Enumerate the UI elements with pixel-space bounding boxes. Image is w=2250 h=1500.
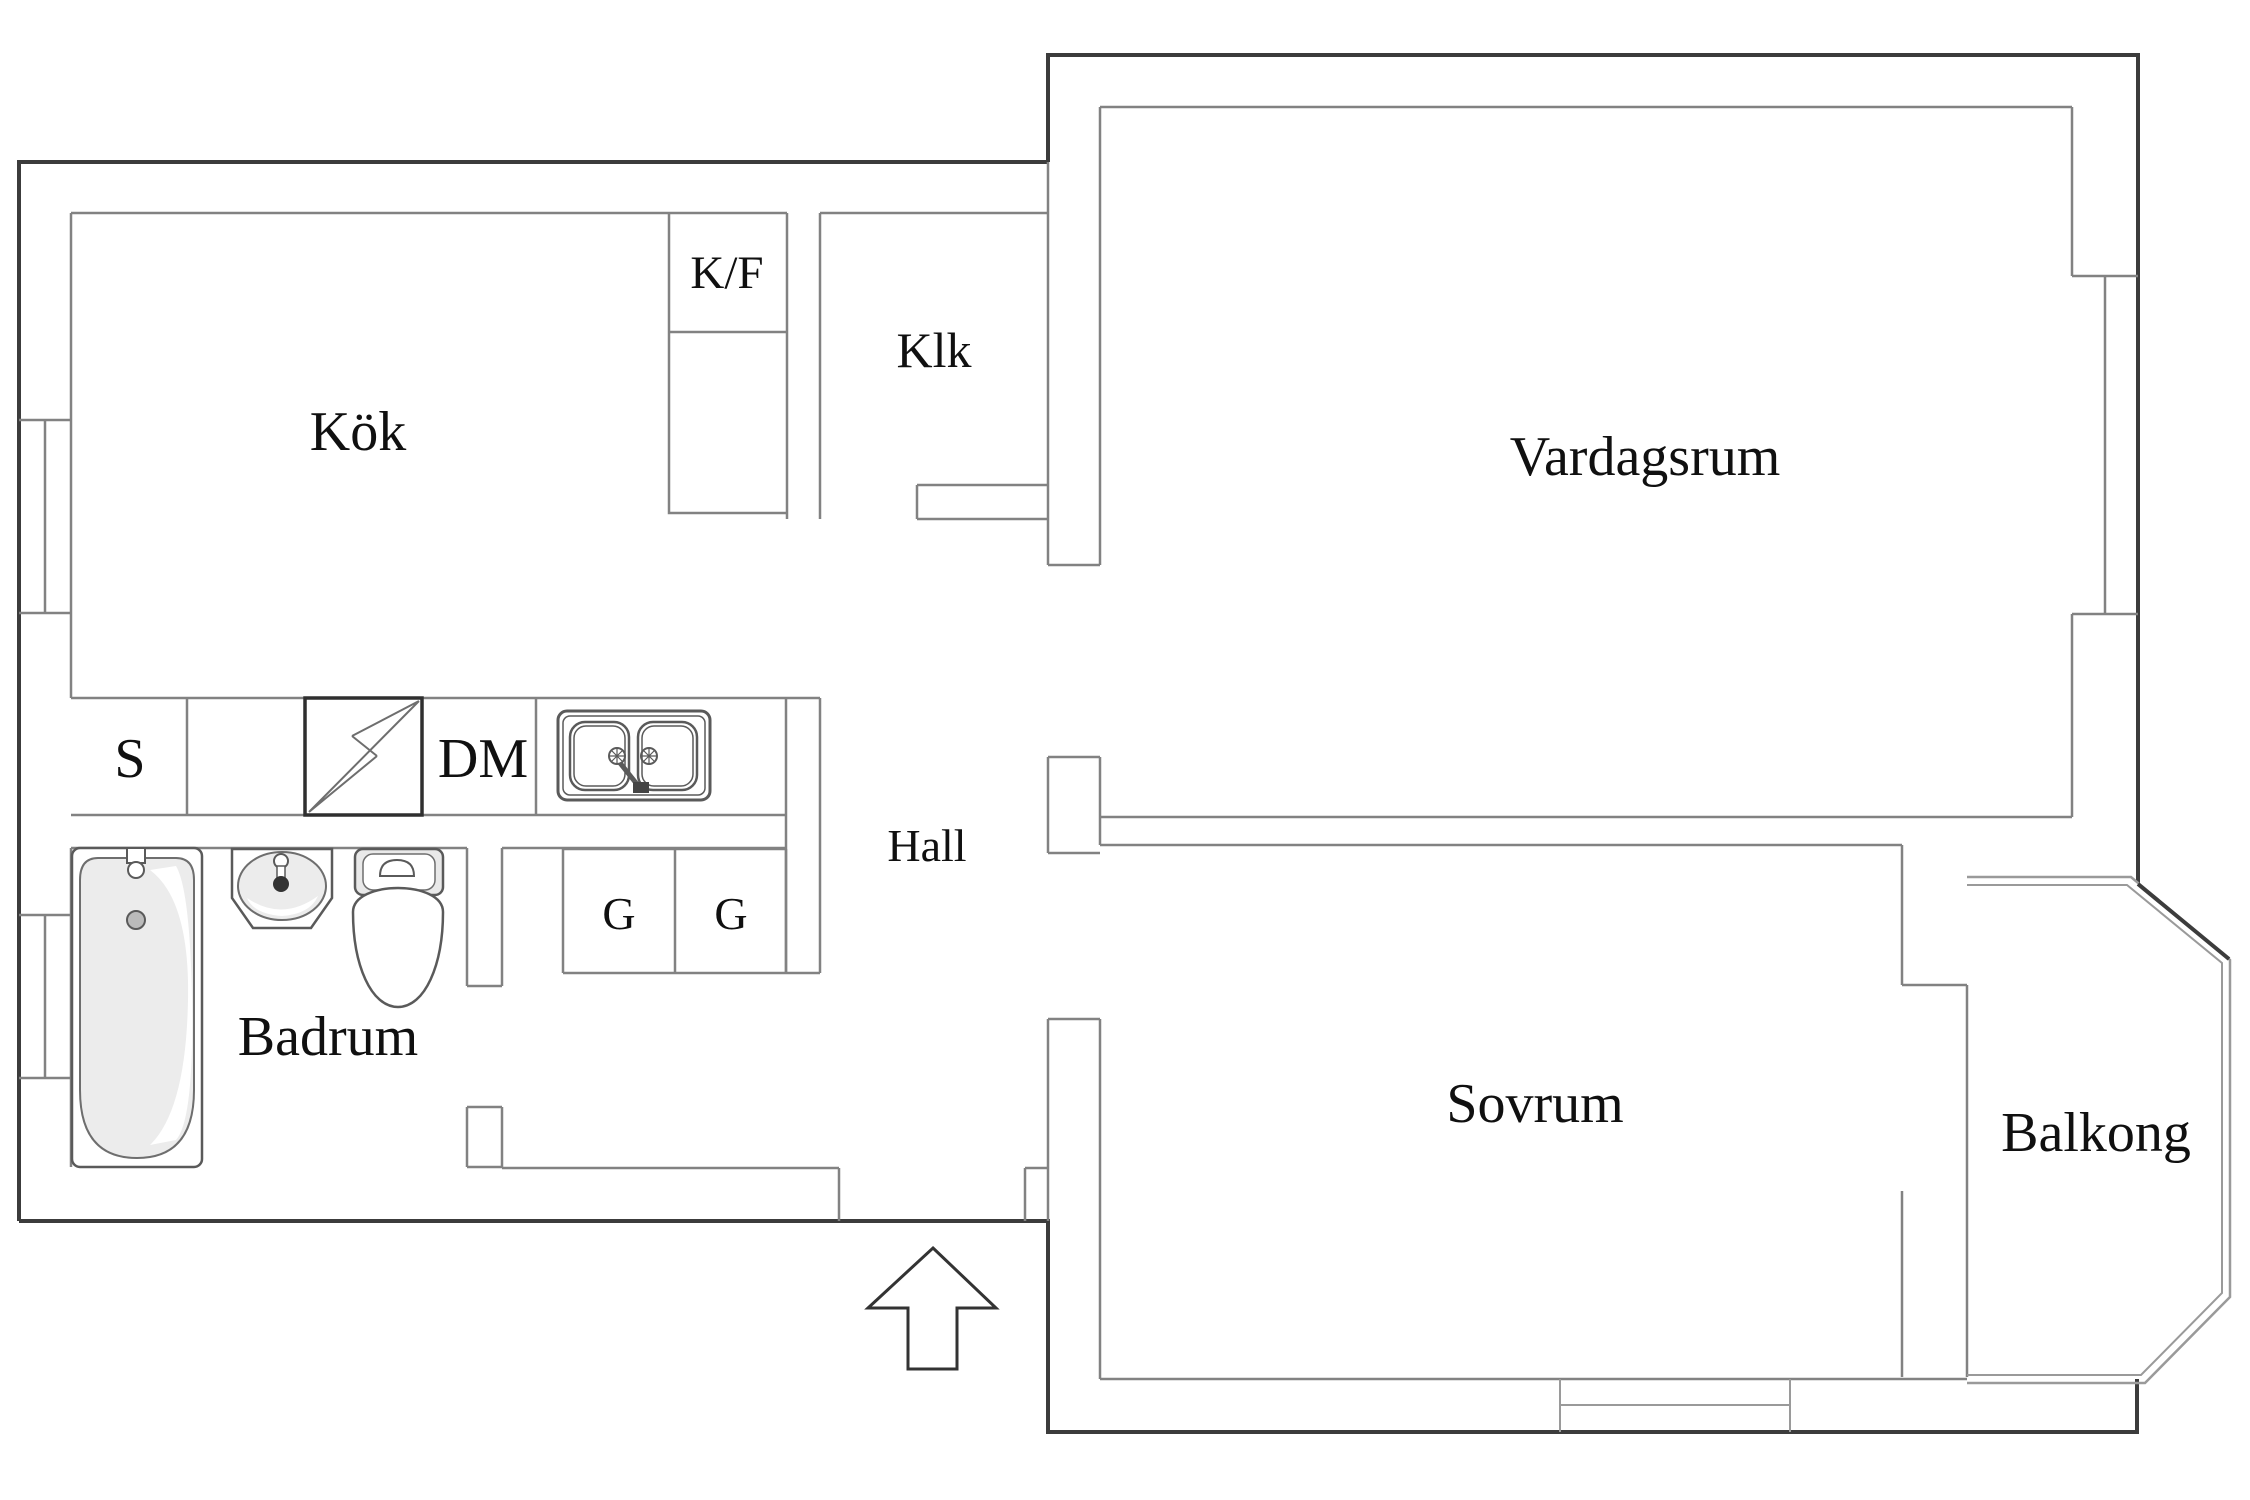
room-label-sovrum: Sovrum xyxy=(1446,1073,1623,1135)
wall-hall-south xyxy=(502,1166,1048,1221)
washbasin-icon xyxy=(230,847,334,930)
fridge-freezer-cabinet xyxy=(667,213,787,515)
kitchen-counter xyxy=(71,696,822,975)
wall-vardagsrum-sovrum xyxy=(1100,815,2072,847)
wall-vardagsrum-west-upper xyxy=(1046,107,1102,567)
electrical-panel xyxy=(303,696,424,817)
entrance-arrow-icon xyxy=(864,1245,1000,1371)
wall-vardagsrum-east xyxy=(2070,107,2138,817)
fixture-label-fridge-freezer: K/F xyxy=(690,247,763,299)
sink-icon xyxy=(556,709,712,802)
fixture-label-dishwasher: DM xyxy=(438,728,528,790)
outer-wall-top-left xyxy=(17,53,2140,1221)
room-label-hall: Hall xyxy=(887,820,966,871)
wardrobe-boxes xyxy=(561,847,788,975)
window-sovrum-south xyxy=(1559,1379,1791,1432)
toilet-icon xyxy=(351,847,445,1009)
electrical-symbol-icon xyxy=(308,700,420,813)
wall-kitchen-klk xyxy=(785,213,822,519)
window-bathroom-west xyxy=(19,913,71,1080)
wall-klk-door-stub xyxy=(915,483,1048,521)
wall-bathroom-east xyxy=(465,848,504,1169)
balcony-door-chamfer xyxy=(2136,882,2231,961)
room-label-vardagsrum: Vardagsrum xyxy=(1510,426,1781,488)
room-label-kok: Kök xyxy=(310,401,406,463)
room-label-badrum: Badrum xyxy=(238,1006,418,1068)
bathtub-icon xyxy=(70,846,204,1169)
outer-wall-bottom xyxy=(19,1219,2139,1434)
room-label-balkong: Balkong xyxy=(2001,1102,2191,1164)
wall-hall-east-lower xyxy=(1046,1017,1102,1379)
fixture-label-stove: S xyxy=(114,728,145,790)
wall-vardagsrum-west-stub xyxy=(1046,755,1102,855)
window-kitchen-west xyxy=(19,418,71,615)
fixture-label-wardrobe-2: G xyxy=(714,888,747,939)
wall-sovrum-east xyxy=(1900,845,1969,1377)
room-label-klk: Klk xyxy=(897,322,972,378)
fixture-label-wardrobe-1: G xyxy=(602,888,635,939)
balcony-outline xyxy=(1967,875,2232,1385)
